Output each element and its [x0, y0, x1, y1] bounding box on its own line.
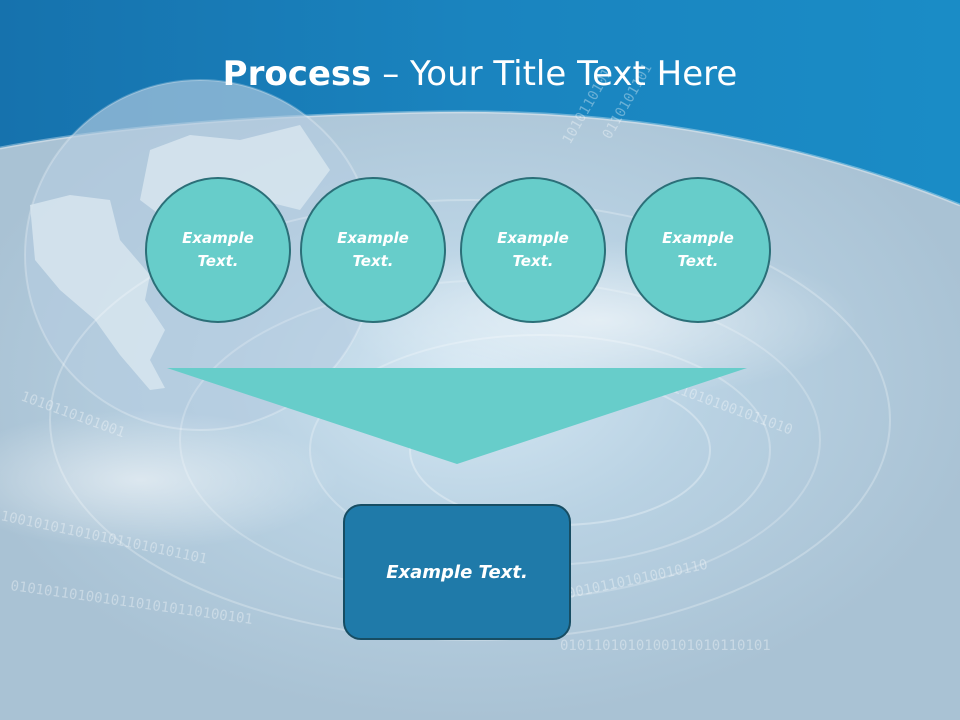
result-box: Example Text.	[343, 504, 571, 640]
step-circle-1: Example Text.	[145, 177, 291, 323]
step-label: Example Text.	[497, 229, 569, 270]
slide-title: Process – Your Title Text Here	[0, 52, 960, 96]
step-label: Example Text.	[182, 229, 254, 270]
title-rest: Your Title Text Here	[410, 54, 738, 94]
svg-text:0101101010100101010110101: 0101101010100101010110101	[560, 638, 771, 654]
title-bold: Process	[222, 54, 372, 94]
header-band	[0, 0, 960, 205]
step-label: Example Text.	[337, 229, 409, 270]
svg-text:01010110100101101010110100101: 01010110100101101010110100101	[9, 578, 253, 628]
result-label: Example Text.	[386, 561, 528, 583]
step-circle-2: Example Text.	[300, 177, 446, 323]
funnel-arrow	[167, 368, 747, 464]
globe-continent	[30, 195, 165, 390]
step-circle-3: Example Text.	[460, 177, 606, 323]
step-circle-4: Example Text.	[625, 177, 771, 323]
title-dash: –	[371, 54, 411, 94]
step-label: Example Text.	[662, 229, 734, 270]
